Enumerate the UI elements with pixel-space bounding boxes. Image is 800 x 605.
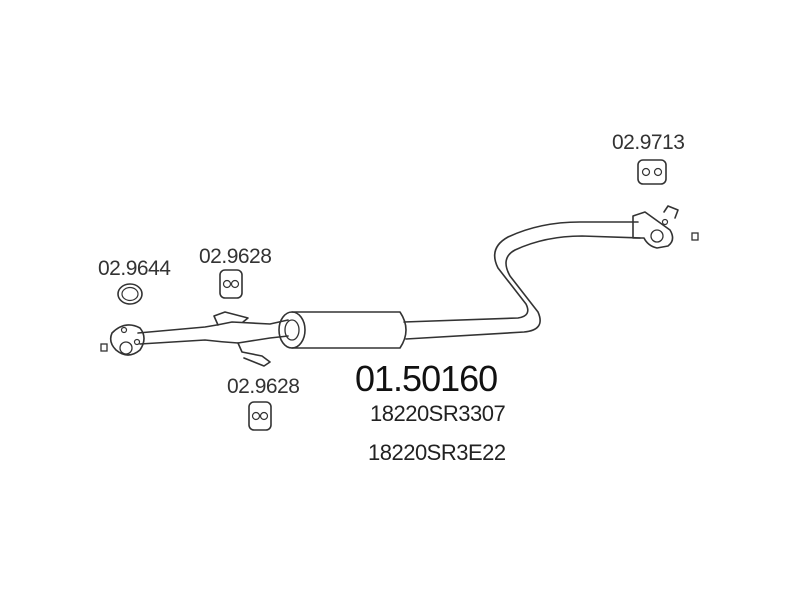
- gasket-part-label: 02.9644: [98, 257, 171, 280]
- rubber-hanger-rear-icon: [637, 159, 667, 185]
- main-part-number: 01.50160: [355, 358, 498, 399]
- gasket-ring-icon: [117, 283, 143, 305]
- hanger-bracket-top: [213, 311, 249, 326]
- front-pipe: [137, 319, 289, 345]
- hanger-rear-part-label: 02.9713: [612, 131, 685, 154]
- rubber-hanger-top-icon: [219, 269, 243, 299]
- hanger-bottom-part-label: 02.9628: [227, 375, 300, 398]
- hanger-top-part-label: 02.9628: [199, 245, 272, 268]
- right-end-marker: [691, 232, 699, 241]
- rear-flange: [632, 205, 679, 249]
- left-end-marker: [100, 343, 108, 352]
- hanger-bracket-bottom: [237, 342, 271, 367]
- oem-number-2: 18220SR3E22: [368, 440, 506, 465]
- oem-number-1: 18220SR3307: [370, 401, 506, 426]
- center-muffler: [278, 311, 407, 349]
- front-flange: [109, 324, 145, 356]
- rear-pipe: [403, 221, 641, 340]
- rubber-hanger-bottom-icon: [248, 401, 272, 431]
